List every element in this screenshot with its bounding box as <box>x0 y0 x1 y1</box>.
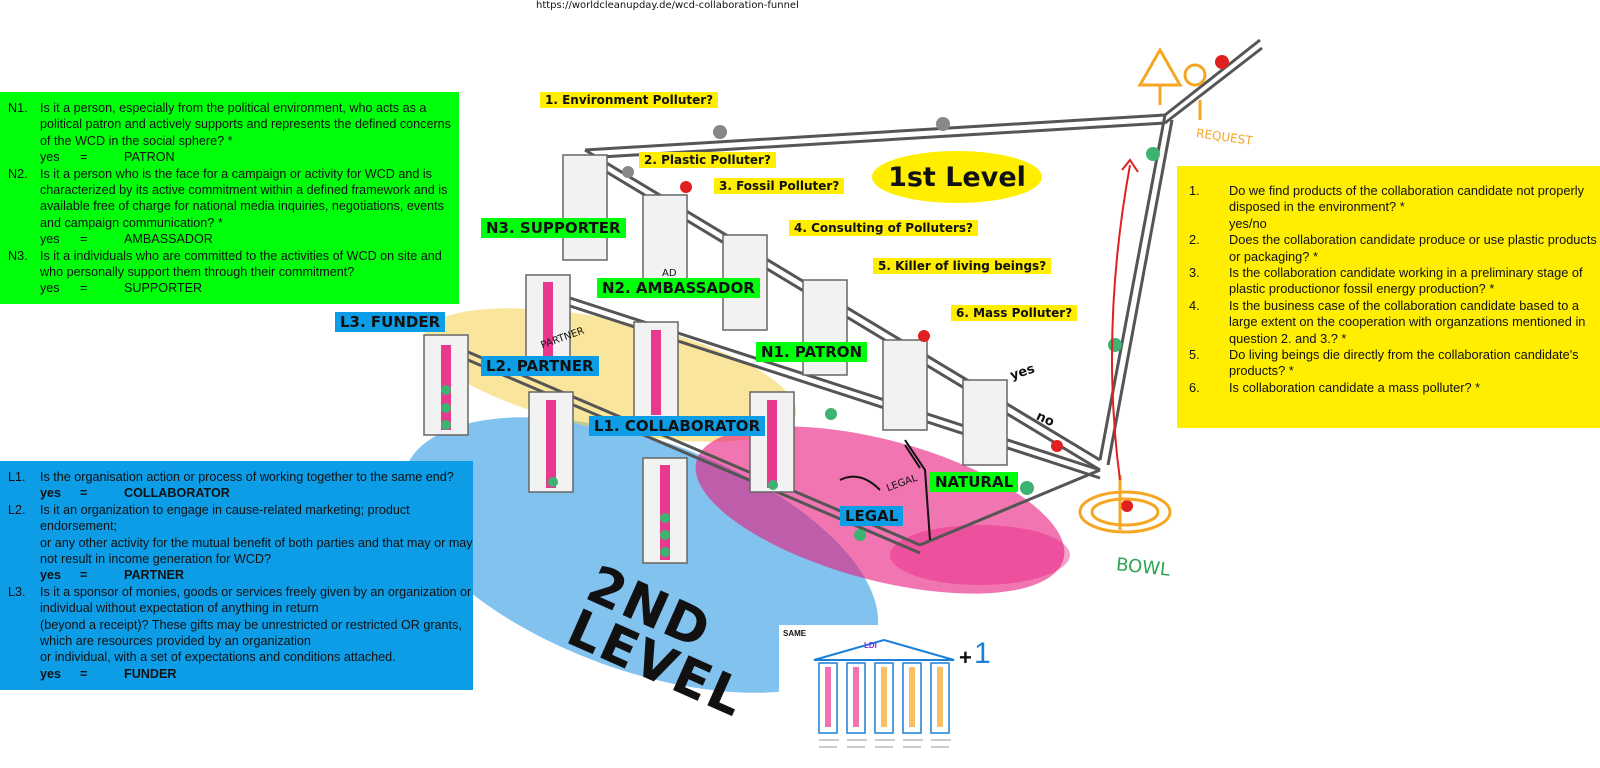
q3-number: 3. <box>1189 265 1200 281</box>
q5-number: 5. <box>1189 347 1200 363</box>
label-n2-ambassador: N2. AMBASSADOR <box>597 278 760 298</box>
label-natural: NATURAL <box>930 472 1019 492</box>
n3-yes: yes <box>40 281 60 296</box>
ad-handwritten: AD <box>662 268 677 279</box>
natural-persons-panel: N1. Is it a person, especially from the … <box>0 92 459 304</box>
l3-equals: = <box>80 666 88 681</box>
label-consulting-polluters: 4. Consulting of Polluters? <box>789 220 978 236</box>
l1-number: L1. <box>8 470 26 484</box>
label-environment-polluter: 1. Environment Polluter? <box>540 92 719 108</box>
l1-equals: = <box>80 486 88 501</box>
l2-number: L2. <box>8 502 26 517</box>
n1-question: Is it a person, especially from the poli… <box>40 101 451 148</box>
l3-item: L3. Is it a sponsor of monies, goods or … <box>8 584 473 682</box>
n1-number: N1. <box>8 101 28 115</box>
l3-question-cont: (beyond a receipt)? These gifts may be u… <box>40 617 462 649</box>
q4-item: 4. Is the business case of the collabora… <box>1189 298 1600 347</box>
label-fossil-polluter: 3. Fossil Polluter? <box>714 178 845 194</box>
q6-number: 6. <box>1189 379 1200 395</box>
source-url: https://worldcleanupday.de/wcd-collabora… <box>536 0 799 11</box>
l1-role: COLLABORATOR <box>124 486 230 501</box>
legal-wedge <box>839 439 931 541</box>
l2-question: Is it an organization to engage in cause… <box>40 502 410 534</box>
q3-question: Is the collaboration candidate working i… <box>1229 265 1583 297</box>
l3-yes: yes <box>40 666 62 681</box>
q2-item: 2. Does the collaboration candidate prod… <box>1189 232 1600 265</box>
l3-number: L3. <box>8 584 26 599</box>
l2-equals: = <box>80 568 88 583</box>
q4-number: 4. <box>1189 297 1200 313</box>
l3-question: Is it a sponsor of monies, goods or serv… <box>40 584 472 616</box>
q1-number: 1. <box>1189 183 1200 198</box>
n3-role: SUPPORTER <box>124 281 203 296</box>
q1-answer-options: yes/no <box>1229 215 1267 231</box>
q1-item: 1. Do we find products of the collaborat… <box>1189 183 1600 232</box>
l2-question-cont: or any other activity for the mutual ben… <box>40 535 473 567</box>
n1-item: N1. Is it a person, especially from the … <box>8 100 459 166</box>
pink-wash-2 <box>890 525 1070 585</box>
yellow-wash <box>423 308 797 442</box>
l2-yes: yes <box>40 568 62 583</box>
l3-role: FUNDER <box>124 666 177 681</box>
q2-question: Does the collaboration candidate produce… <box>1229 232 1597 264</box>
n3-equals: = <box>80 281 88 296</box>
n3-question: Is it a individuals who are committed to… <box>40 248 442 280</box>
n2-item: N2. Is it a person who is the face for a… <box>8 166 459 248</box>
l2-role: PARTNER <box>124 568 184 583</box>
balls <box>441 55 1229 557</box>
label-plastic-polluter: 2. Plastic Polluter? <box>639 152 776 168</box>
orange-signs <box>1078 46 1207 534</box>
q1-question: Do we find products of the collaboration… <box>1229 183 1584 215</box>
q6-item: 6. Is collaboration candidate a mass pol… <box>1189 380 1600 396</box>
label-l3-funder: L3. FUNDER <box>335 312 446 332</box>
poster-plus: + <box>959 645 972 670</box>
legal-entities-panel: L1. Is the organisation action or proces… <box>0 461 473 690</box>
label-n1-patron: N1. PATRON <box>756 342 868 362</box>
red-arrows <box>1111 158 1139 481</box>
l1-question: Is the organisation action or process of… <box>40 470 454 484</box>
l2-item: L2. Is it an organization to engage in c… <box>8 502 473 584</box>
n3-number: N3. <box>8 248 28 263</box>
poster-one: 1 <box>974 637 991 670</box>
n1-equals: = <box>80 150 88 165</box>
q5-question: Do living beings die directly from the c… <box>1229 347 1579 379</box>
ldi-poster-thumbnail: SAME LD <box>779 625 1009 768</box>
l3-question-cont-2: or individual, with a set of expectation… <box>40 650 396 665</box>
n2-equals: = <box>80 232 88 247</box>
q3-item: 3. Is the collaboration candidate workin… <box>1189 265 1600 298</box>
label-n3-supporter: N3. SUPPORTER <box>481 218 626 238</box>
q2-number: 2. <box>1189 232 1200 248</box>
label-killer-living-beings: 5. Killer of living beings? <box>873 258 1052 274</box>
label-legal: LEGAL <box>840 506 904 526</box>
n2-role: AMBASSADOR <box>124 232 213 247</box>
n2-yes: yes <box>40 232 60 247</box>
first-level-badge: 1st Level <box>872 151 1042 203</box>
label-l2-partner: L2. PARTNER <box>481 356 599 376</box>
label-mass-polluter: 6. Mass Polluter? <box>951 305 1078 321</box>
poster-same-label: SAME <box>783 629 807 638</box>
n1-yes: yes <box>40 150 60 165</box>
n2-question: Is it a person who is the face for a cam… <box>40 166 448 230</box>
n2-number: N2. <box>8 166 28 181</box>
label-l1-collaborator: L1. COLLABORATOR <box>589 416 766 436</box>
q5-item: 5. Do living beings die directly from th… <box>1189 347 1600 380</box>
poster-temple-icon <box>813 638 955 748</box>
poster-ldi-label: LDI <box>864 641 877 650</box>
l1-item: L1. Is the organisation action or proces… <box>8 469 473 502</box>
q4-question: Is the business case of the collaboratio… <box>1229 297 1586 346</box>
n1-role: PATRON <box>124 150 175 165</box>
first-level-questions-panel: 1. Do we find products of the collaborat… <box>1177 166 1600 428</box>
l1-yes: yes <box>40 486 62 501</box>
n3-item: N3. Is it a individuals who are committe… <box>8 248 459 297</box>
q6-question: Is collaboration candidate a mass pollut… <box>1229 379 1481 395</box>
